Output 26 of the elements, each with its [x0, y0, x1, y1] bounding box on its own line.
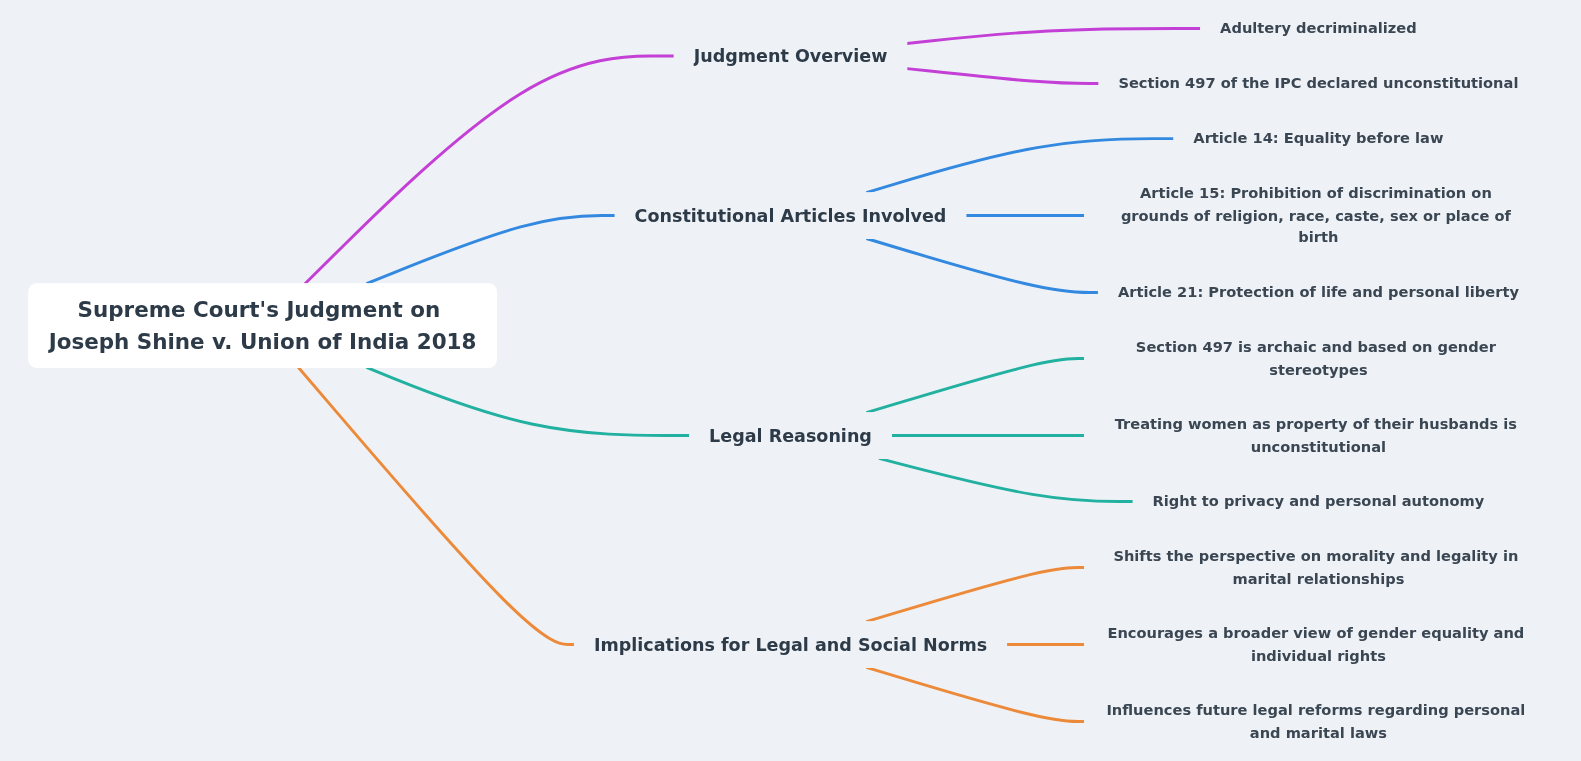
node-text: Constitutional Articles Involved	[634, 205, 947, 226]
connector	[865, 237, 1099, 294]
node-text: Section 497 of the IPC declared unconstitutional	[1118, 74, 1519, 93]
connector	[906, 27, 1201, 45]
connector	[366, 366, 690, 437]
node-text: Treating women as property of their husbands is unconstitutional	[1114, 415, 1518, 456]
connector	[906, 67, 1099, 85]
node-text: Adultery decriminalized	[1220, 19, 1417, 38]
connector	[297, 366, 575, 646]
connector	[965, 214, 1085, 218]
connector	[303, 54, 675, 285]
node-text: Influences future legal reforms regarding personal and marital laws	[1106, 701, 1526, 742]
node-text: Encourages a broader view of gender equality and individual rights	[1107, 624, 1525, 665]
node-text: Right to privacy and personal autonomy	[1152, 492, 1485, 511]
connector	[1006, 643, 1085, 646]
connector	[891, 434, 1085, 437]
node-text: Implications for Legal and Social Norms	[593, 634, 988, 655]
connector	[865, 666, 1085, 723]
node-text: Section 497 is archaic and based on gender stereotypes	[1135, 338, 1496, 379]
node-text: Shifts the perspective on morality and legality in marital relationships	[1113, 547, 1519, 588]
node-text: Legal Reasoning	[709, 425, 872, 446]
node-text: Article 15: Prohibition of discrimination on grounds of religion, race, caste, sex or place of birth	[1120, 184, 1511, 247]
node-box: Supreme Court's Judgment on Joseph Shine v. Union of India 2018	[28, 283, 497, 368]
node-text: Article 21: Protection of life and personal liberty	[1117, 283, 1519, 302]
node-text: Article 14: Equality before law	[1193, 129, 1444, 148]
connector	[878, 457, 1134, 504]
